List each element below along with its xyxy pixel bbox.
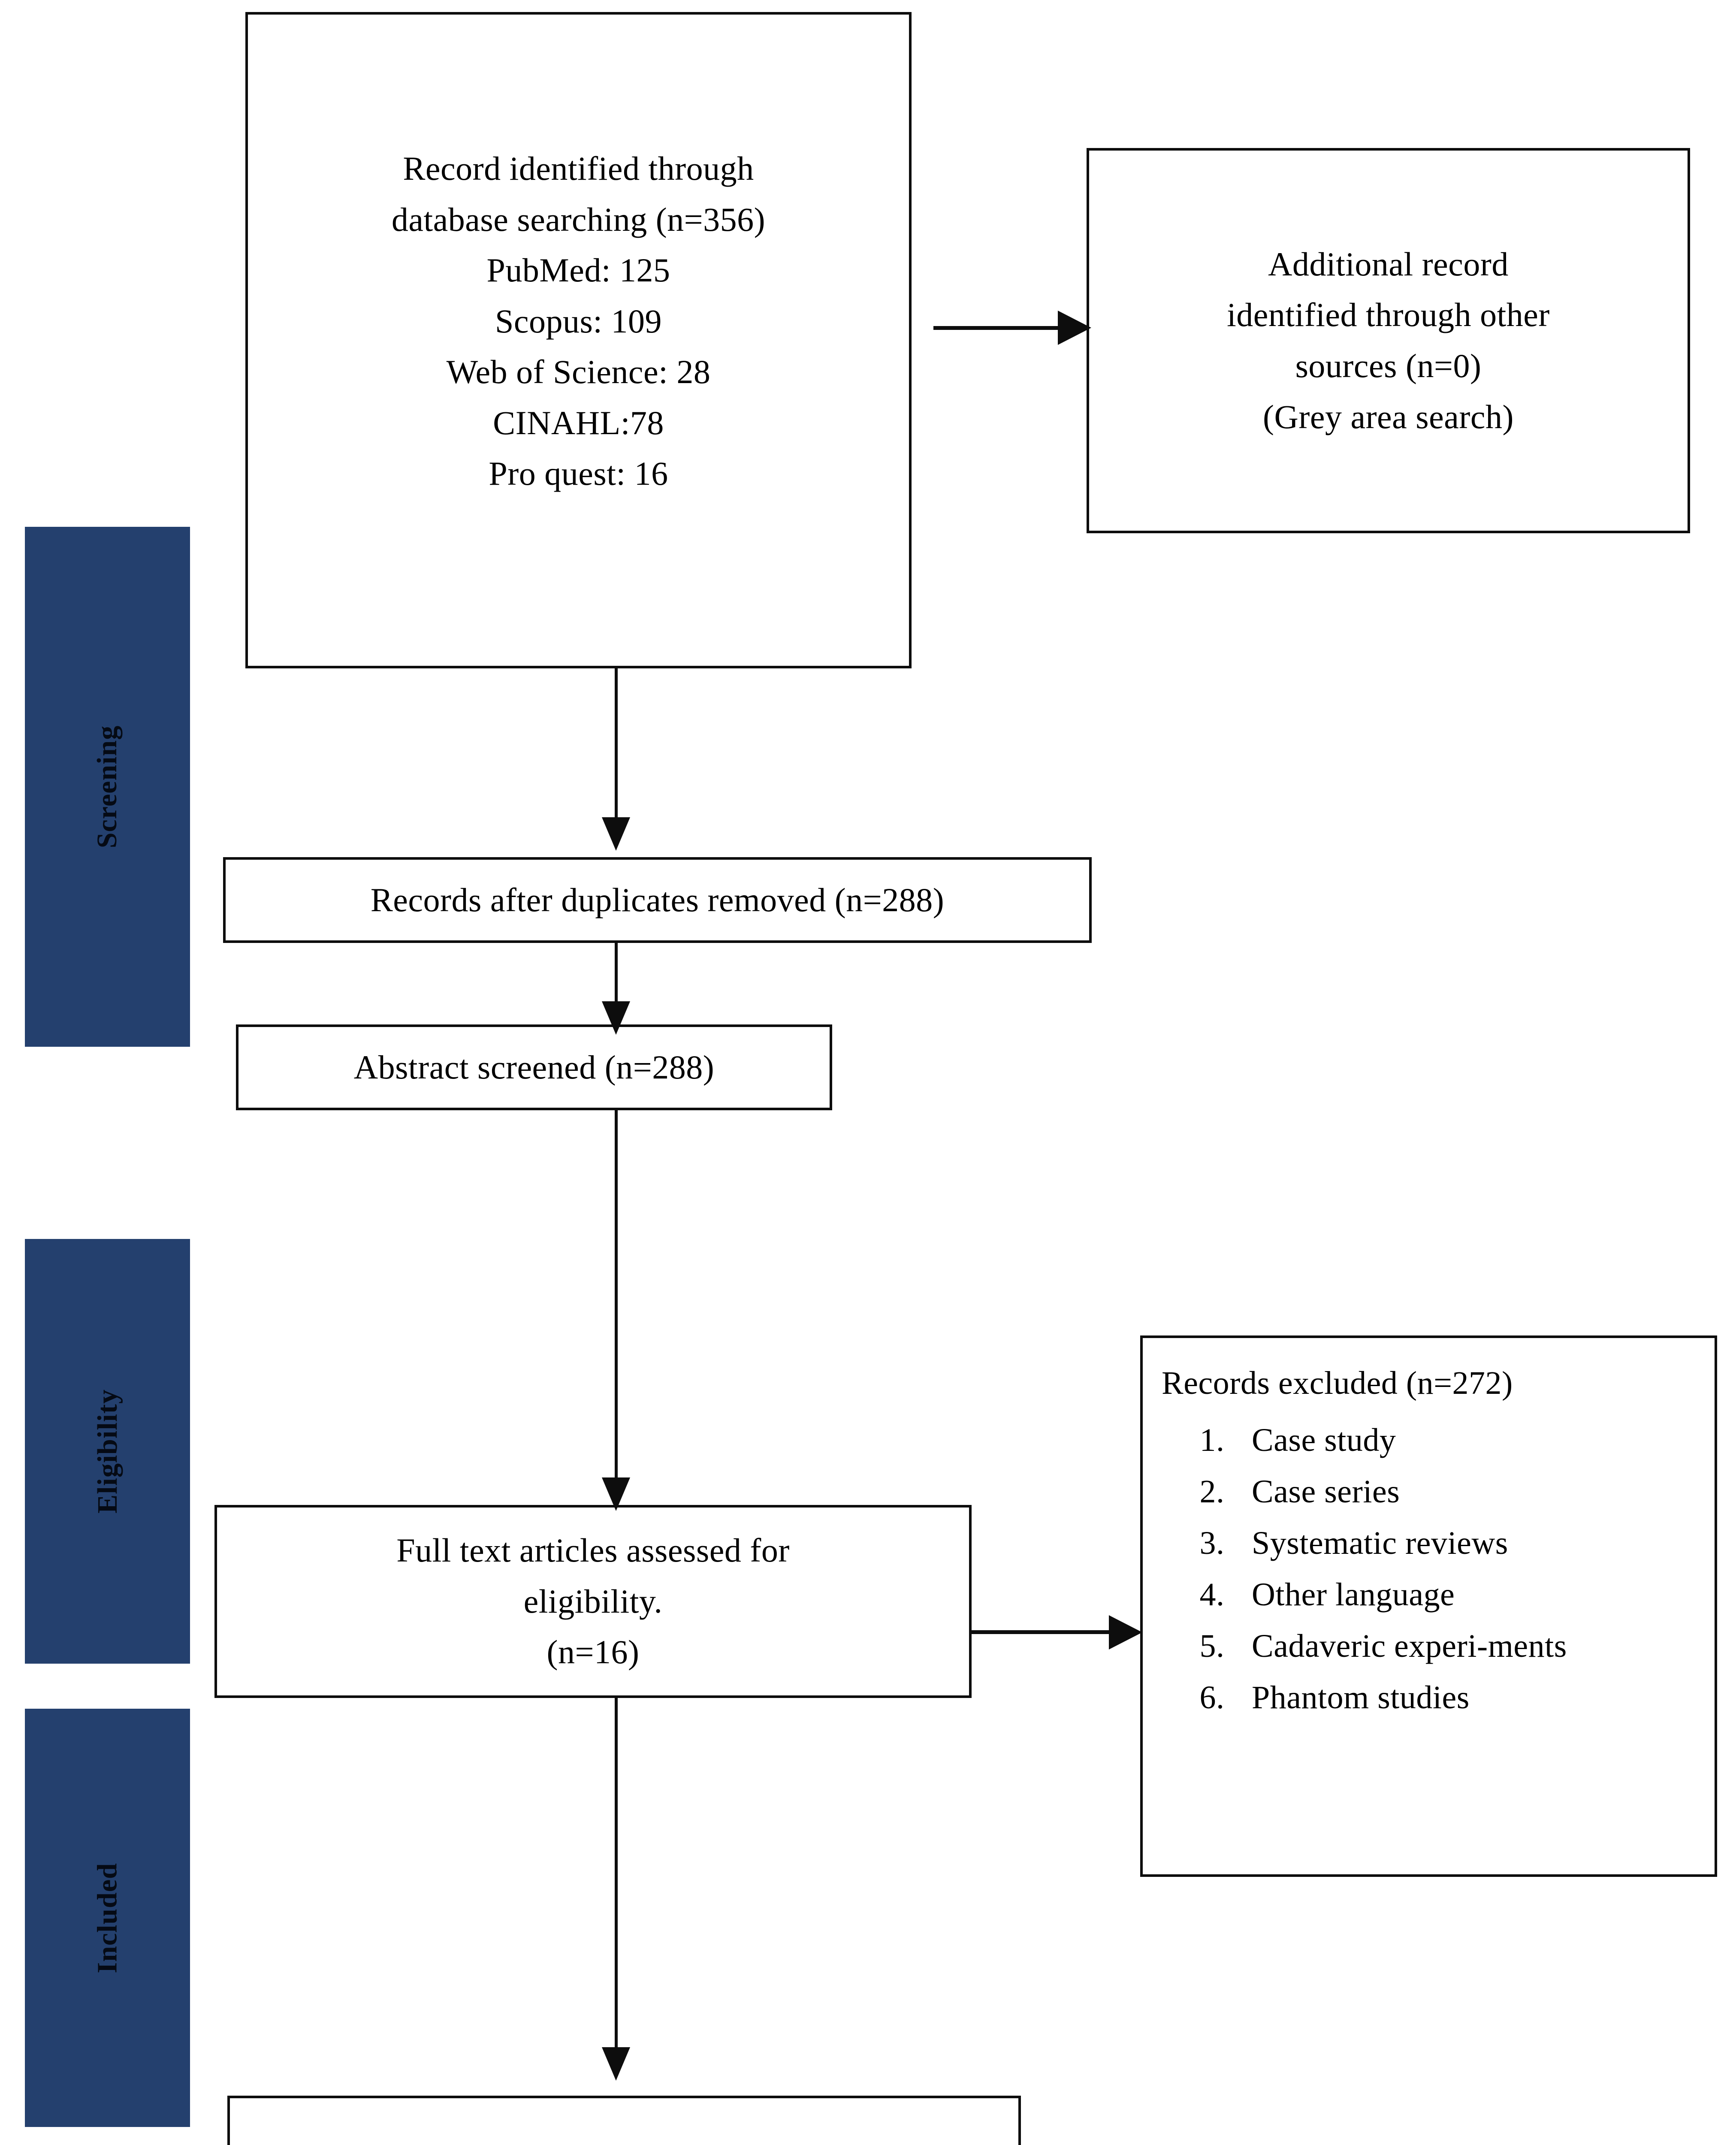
box-records-after-duplicates-removed: Records after duplicates removed (n=288) [223, 857, 1092, 943]
duplicates-line-1: Records after duplicates removed (n=288) [370, 881, 945, 918]
identification-line-web-of-science: Web of Science: 28 [446, 353, 711, 391]
arrow-down-icon [602, 817, 630, 851]
excluded-reasons-list: Case study Case series Systematic review… [1162, 1414, 1567, 1723]
connector-abstract-to-fulltext [615, 1110, 618, 1480]
box-full-text-articles-assessed-for-eligibility: Full text articles assessed for eligibil… [214, 1505, 972, 1698]
box-records-identified-through-database-searching: Record identified through database searc… [245, 12, 912, 668]
additional-line-4: (Grey area search) [1263, 398, 1514, 435]
stage-label-screening: Screening [91, 725, 123, 849]
excluded-reason-item: Other language [1233, 1569, 1567, 1620]
connector-duplicates-to-abstract [615, 943, 618, 1004]
stage-label-eligibility: Eligibility [91, 1389, 123, 1514]
excluded-title: Records excluded (n=272) [1162, 1365, 1513, 1401]
identification-line-pubmed: PubMed: 125 [486, 251, 670, 289]
additional-line-1: Additional record [1268, 245, 1509, 283]
box-abstract-screened: Abstract screened (n=288) [236, 1024, 832, 1110]
excluded-reason-item: Systematic reviews [1233, 1517, 1567, 1569]
arrow-right-icon [1058, 311, 1091, 345]
excluded-reason-item: Phantom studies [1233, 1672, 1567, 1723]
excluded-reason-item: Cadaveric experi-ments [1233, 1620, 1567, 1672]
box-records-excluded: Records excluded (n=272) Case study Case… [1140, 1335, 1717, 1877]
identification-line-proquest: Pro quest: 16 [489, 455, 668, 492]
arrow-down-icon [602, 1001, 630, 1035]
stage-bar-included: Included [25, 1709, 190, 2127]
additional-line-2: identified through other [1227, 296, 1550, 334]
box-studies-included-in-systematic-review: Studies included in systematic review. (… [227, 2096, 1021, 2145]
connector-identification-to-duplicates [615, 668, 618, 819]
identification-line-scopus: Scopus: 109 [495, 302, 662, 340]
additional-line-3: sources (n=0) [1295, 347, 1482, 384]
connector-identification-to-additional [933, 326, 1062, 330]
connector-fulltext-to-excluded [972, 1630, 1113, 1634]
excluded-reason-item: Case series [1233, 1466, 1567, 1517]
excluded-reason-item: Case study [1233, 1414, 1567, 1466]
box-additional-records-identified-through-other-sources: Additional record identified through oth… [1087, 148, 1690, 533]
connector-fulltext-to-included [615, 1698, 618, 2050]
identification-line-cinahl: CINAHL:78 [493, 404, 664, 441]
stage-bar-eligibility: Eligibility [25, 1239, 190, 1664]
fulltext-line-1: Full text articles assessed for [396, 1532, 790, 1569]
fulltext-line-3: (n=16) [546, 1633, 640, 1671]
fulltext-line-2: eligibility. [523, 1582, 663, 1620]
stage-bar-screening: Screening [25, 527, 190, 1047]
stage-label-included: Included [91, 1862, 123, 1973]
abstract-line-1: Abstract screened (n=288) [353, 1048, 715, 1086]
identification-line-1: Record identified through [403, 150, 754, 187]
arrow-right-icon [1109, 1615, 1142, 1650]
identification-line-2: database searching (n=356) [391, 200, 766, 238]
arrow-down-icon [602, 1477, 630, 1511]
arrow-down-icon [602, 2047, 630, 2081]
